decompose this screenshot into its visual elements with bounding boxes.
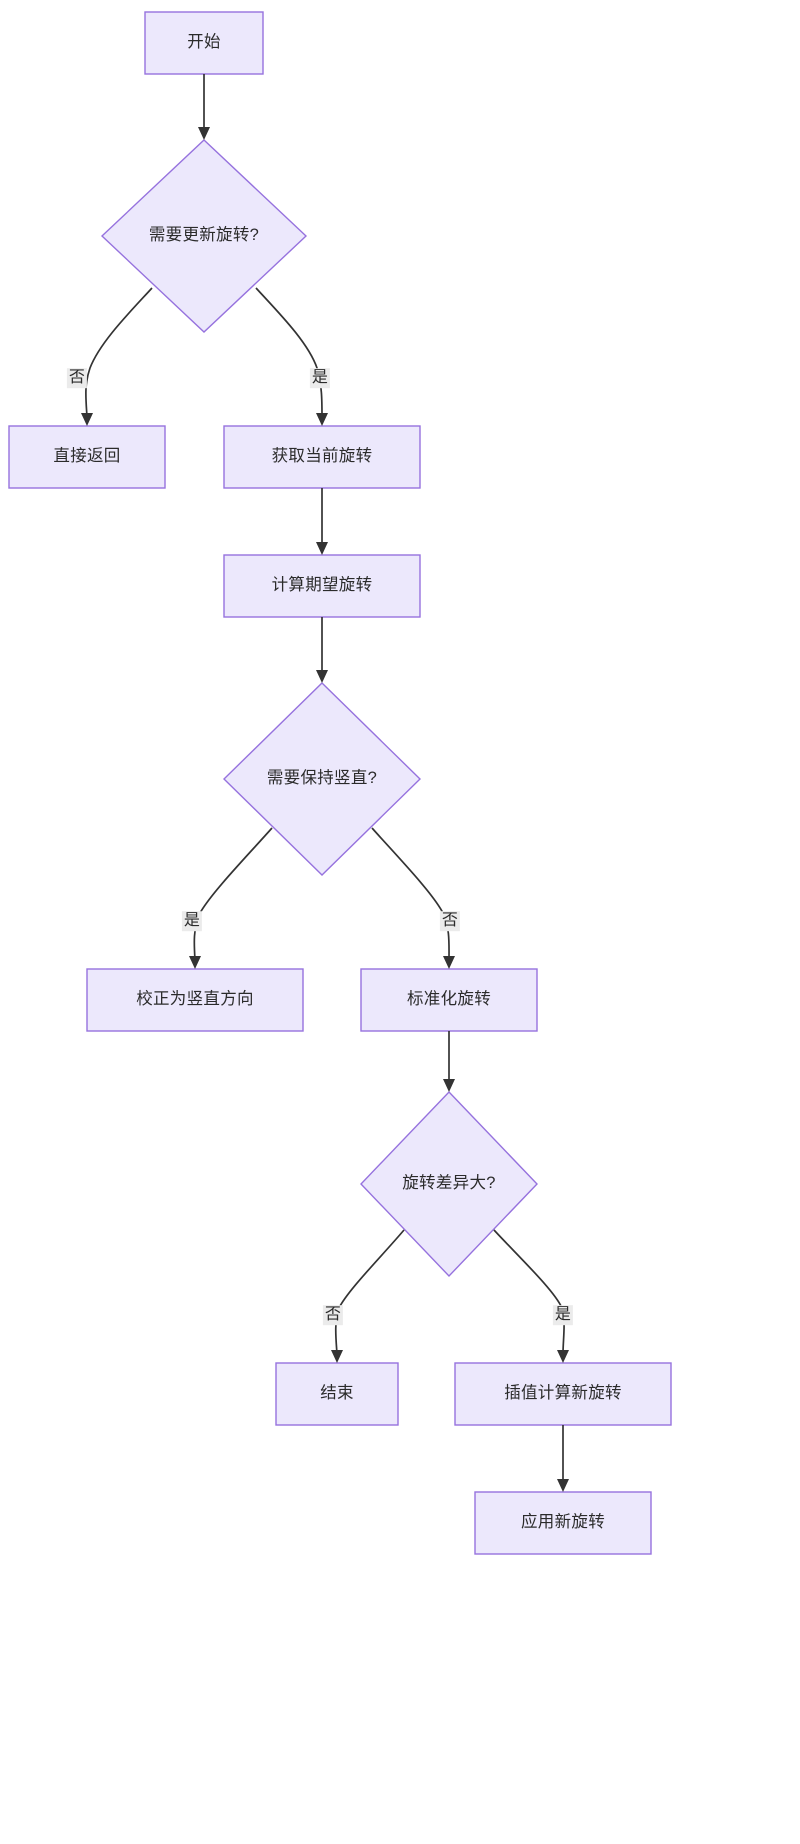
node-shapes — [8, 11, 672, 1555]
edge-diff-large-to-end — [334, 1229, 405, 1355]
arrow-start-to-need-update — [198, 127, 210, 140]
edge-need-update-to-get-current — [255, 287, 323, 418]
edge-keep-upright-to-correct — [193, 827, 273, 961]
arrow-keep-upright-to-correct — [189, 956, 201, 969]
node-need-keep-upright[interactable] — [222, 682, 422, 876]
node-correct-to-upright[interactable] — [86, 968, 304, 1032]
arrow-need-update-to-get-current — [316, 413, 328, 426]
edge-label-keep-upright-no: 否 — [439, 911, 461, 931]
edge-label-keep-upright-yes: 是 — [181, 911, 203, 931]
node-interpolate-new-rotation[interactable] — [454, 1362, 672, 1426]
node-get-current-rotation[interactable] — [223, 425, 421, 489]
arrow-keep-upright-to-normalize — [443, 956, 455, 969]
edge-label-diff-large-yes: 是 — [552, 1305, 574, 1325]
node-rotation-diff-large[interactable] — [360, 1090, 538, 1278]
arrow-diff-large-to-interpolate — [557, 1350, 569, 1363]
node-need-update-rotation[interactable] — [100, 139, 308, 333]
node-start[interactable] — [144, 11, 264, 75]
arrow-diff-large-to-end — [331, 1350, 343, 1363]
arrow-need-update-to-return — [81, 413, 93, 426]
edge-diff-large-to-interpolate — [493, 1229, 565, 1355]
node-calc-desired-rotation[interactable] — [223, 554, 421, 618]
node-return-directly[interactable] — [8, 425, 166, 489]
node-apply-new-rotation[interactable] — [474, 1491, 652, 1555]
edge-keep-upright-to-normalize — [371, 827, 450, 961]
edge-label-diff-large-no: 否 — [322, 1305, 344, 1325]
node-end[interactable] — [275, 1362, 399, 1426]
edges — [81, 74, 569, 1492]
edge-label-need-update-yes: 是 — [309, 368, 331, 388]
arrow-calc-desired-to-keep-upright — [316, 670, 328, 683]
arrow-interpolate-to-apply — [557, 1479, 569, 1492]
node-normalize-rotation[interactable] — [360, 968, 538, 1032]
arrow-get-current-to-calc-desired — [316, 542, 328, 555]
edge-need-update-to-return — [85, 287, 153, 418]
edge-label-need-update-no: 否 — [66, 368, 88, 388]
arrow-normalize-to-diff-large — [443, 1079, 455, 1092]
